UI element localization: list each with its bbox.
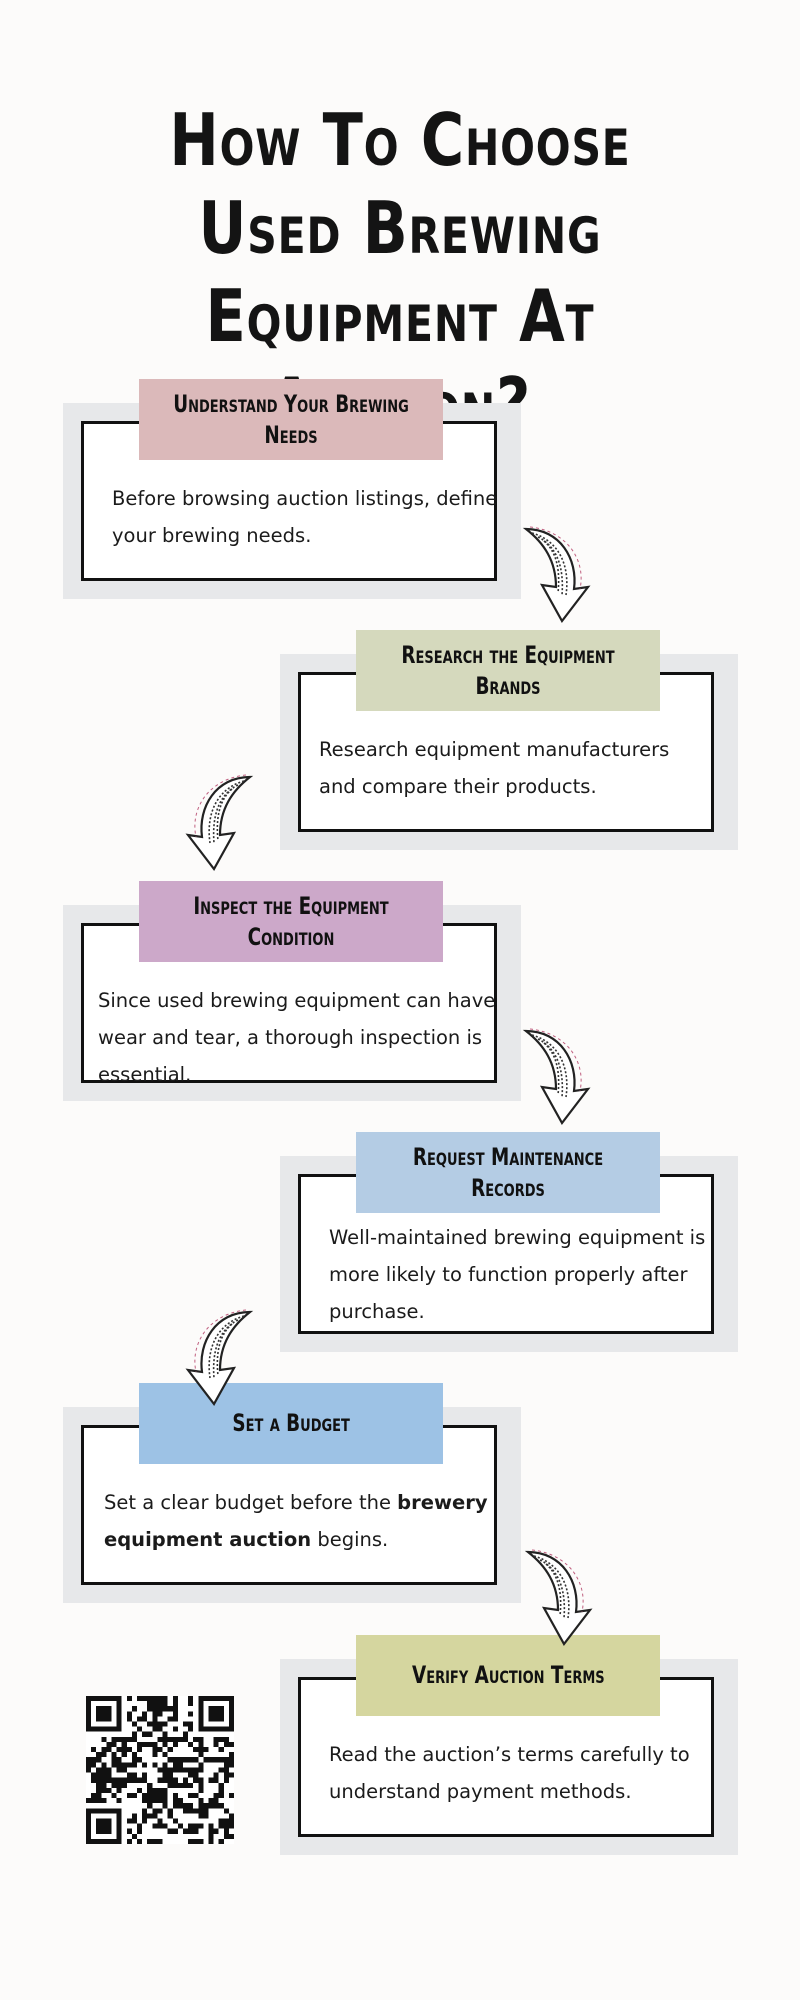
step-card-3: Since used brewing equipment can have we…: [63, 881, 521, 1101]
step-card-1: Before browsing auction listings, define…: [63, 379, 521, 599]
step-heading-box: Verify Auction Terms: [356, 1635, 660, 1716]
step-heading-box: Understand Your Brewing Needs: [139, 379, 443, 460]
step-card-4: Well-maintained brewing equipment is mor…: [280, 1132, 738, 1352]
curved-arrow-icon: [185, 1309, 254, 1407]
step-heading: Understand Your Brewing Needs: [173, 389, 409, 449]
curved-arrow-icon: [185, 774, 254, 872]
step-heading-box: Set a Budget: [139, 1383, 443, 1464]
step-heading: Set a Budget: [232, 1409, 350, 1437]
step-card-6: Read the auction’s terms carefully to un…: [280, 1635, 738, 1855]
step-heading-box: Inspect the Equipment Condition: [139, 881, 443, 962]
curved-arrow-icon: [524, 1549, 593, 1647]
curved-arrow-icon: [522, 1028, 591, 1126]
step-description: Read the auction’s terms carefully to un…: [329, 1743, 690, 1803]
step-description: Research equipment manufacturers and com…: [319, 738, 670, 798]
step-description: Since used brewing equipment can have we…: [98, 989, 496, 1086]
step-card-5: Set a clear budget before the brewery eq…: [63, 1383, 521, 1603]
step-description-end: begins.: [311, 1528, 389, 1551]
step-description-bold: brewery equipment auction: [104, 1491, 488, 1551]
step-description: Well-maintained brewing equipment is mor…: [329, 1226, 706, 1323]
step-description: Before browsing auction listings, define…: [112, 487, 498, 547]
step-heading: Request Maintenance Records: [412, 1142, 604, 1202]
step-description-start: Set a clear budget before the: [104, 1491, 398, 1514]
curved-arrow-icon: [522, 526, 591, 624]
qr-code-icon[interactable]: [86, 1696, 234, 1844]
step-heading: Research the Equipment Brands: [401, 640, 615, 700]
page-title: How To Choose Used Brewing Equipment At …: [169, 98, 631, 446]
step-heading: Verify Auction Terms: [411, 1661, 605, 1689]
step-heading-box: Request Maintenance Records: [356, 1132, 660, 1213]
step-description: Set a clear budget before the brewery eq…: [104, 1484, 494, 1558]
step-card-2: Research equipment manufacturers and com…: [280, 630, 738, 850]
step-heading-box: Research the Equipment Brands: [356, 630, 660, 711]
step-heading: Inspect the Equipment Condition: [193, 891, 389, 951]
